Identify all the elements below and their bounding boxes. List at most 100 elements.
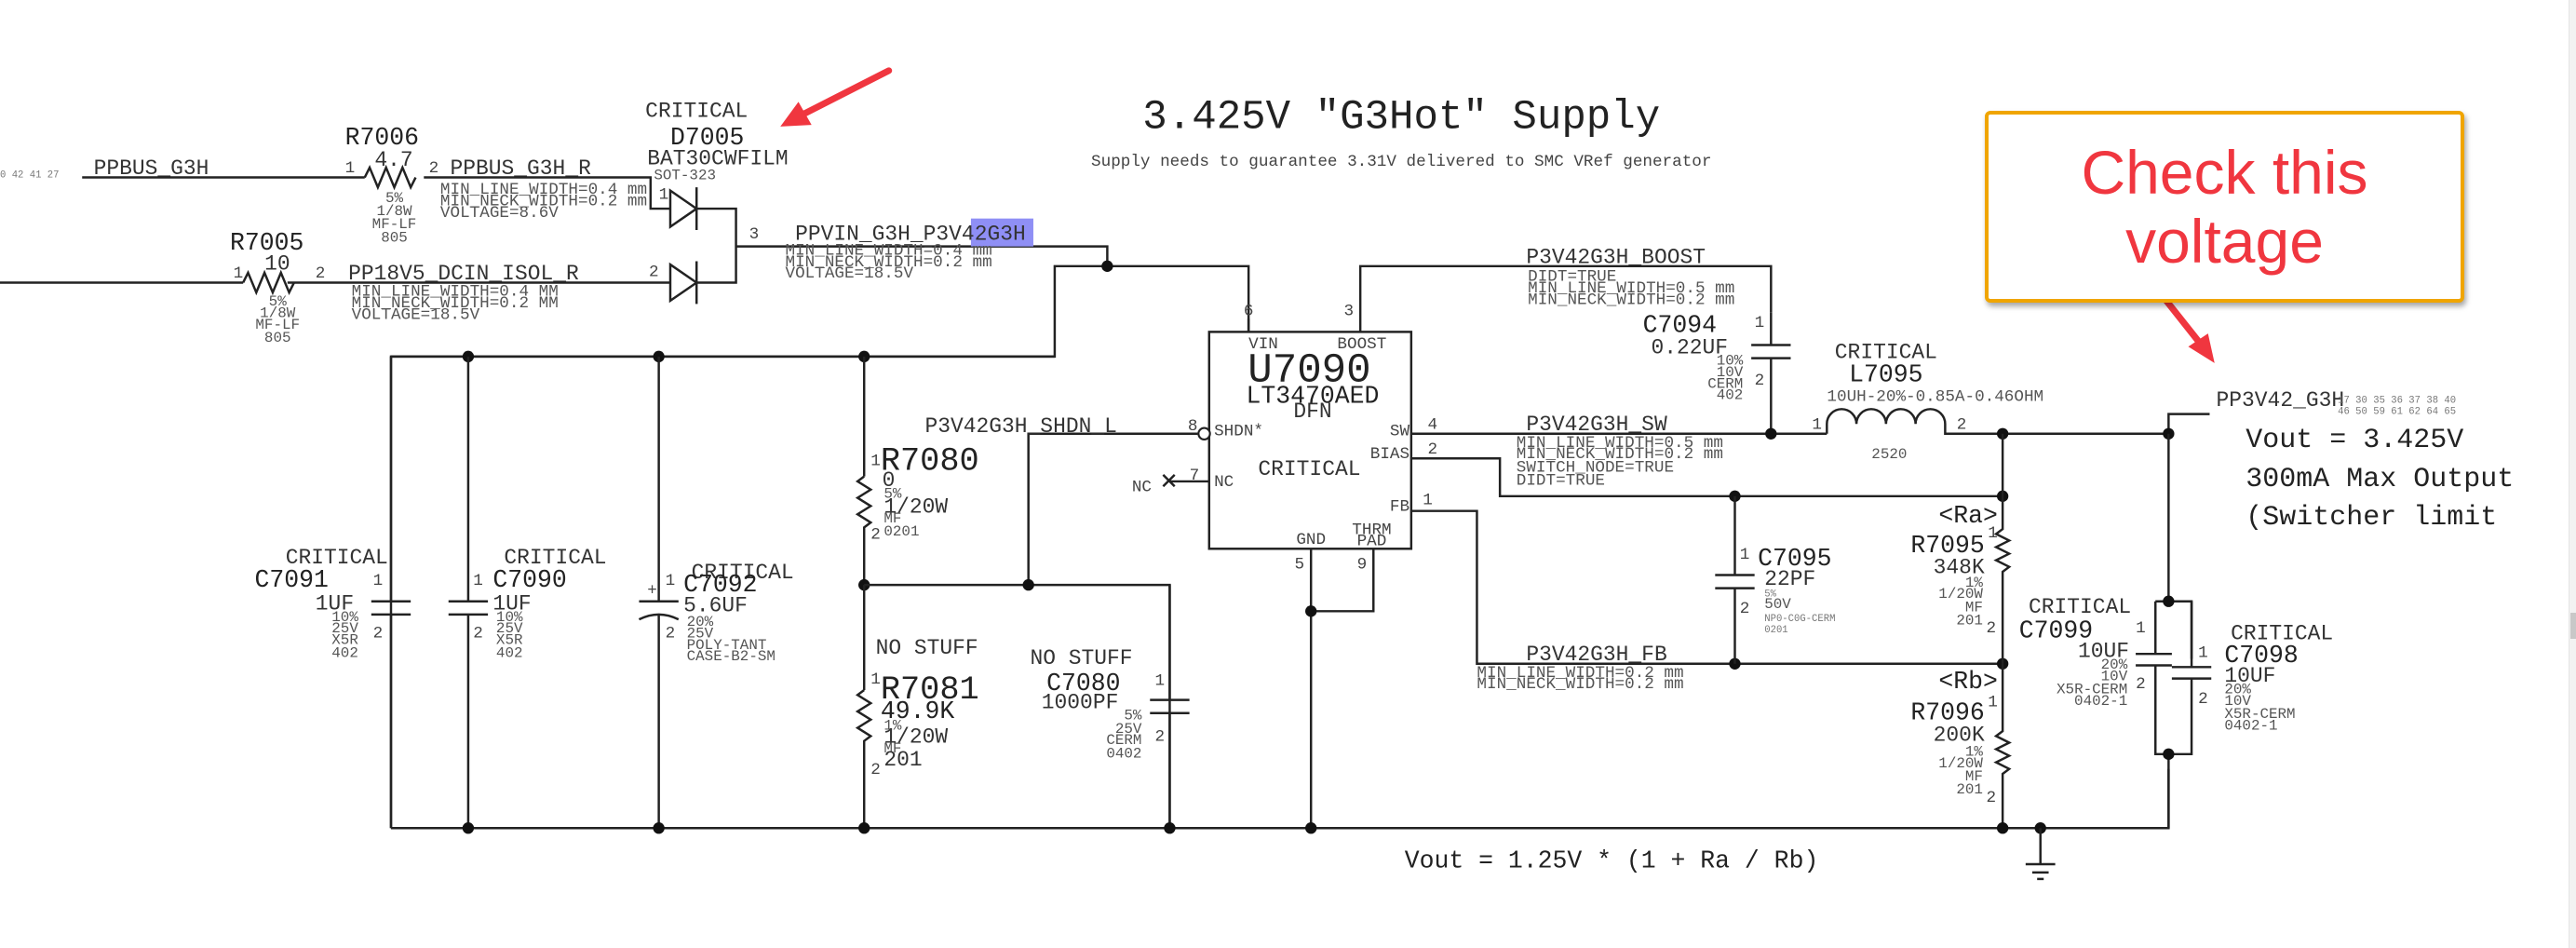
net-prop: MIN_LINE_WIDTH=0.5 mm xyxy=(1528,279,1734,298)
pin-number: 2 xyxy=(1755,372,1765,390)
junction-dot xyxy=(1765,427,1777,440)
u7090-pin-nc: NC xyxy=(1214,473,1234,492)
r7095-value: 348K xyxy=(1934,556,1985,580)
r7080-ref: R7080 xyxy=(881,443,979,481)
junction-dot xyxy=(858,822,870,834)
ppvin-name-part: PPVIN_G3H_P xyxy=(795,223,936,247)
pin-number: 2 xyxy=(2198,690,2208,709)
c7080-specs: 5% 25V CERM 0402 xyxy=(1106,708,1142,763)
c7099-spec: 10V xyxy=(2101,668,2128,684)
r7096-value: 200K xyxy=(1934,724,1985,748)
c7099-spec: X5R-CERM xyxy=(2057,682,2127,698)
c7095-ref: C7095 xyxy=(1758,545,1831,573)
u7090-critical-tag: CRITICAL xyxy=(1258,457,1360,481)
pin-number: 2 xyxy=(870,761,881,779)
pin-number: 1 xyxy=(2198,644,2208,663)
pin-number: 2 xyxy=(1986,619,1996,638)
c7090-spec: 10% xyxy=(496,609,523,626)
sheet-subtitle: Supply needs to guarantee 3.31V delivere… xyxy=(1091,153,1711,171)
u7090-pin-fb: FB xyxy=(1390,498,1409,517)
junction-dot xyxy=(1022,578,1034,591)
r7081-ref: R7081 xyxy=(881,671,979,709)
output-note-limit: (Switcher limit xyxy=(2246,502,2497,534)
capacitor-c7094 xyxy=(1751,312,1791,434)
pin-number: 1 xyxy=(473,572,483,590)
u7090-pin-sw: SW xyxy=(1390,423,1410,441)
r7096-ref: R7096 xyxy=(1910,699,1984,727)
r7005-pin1: 1 xyxy=(234,264,244,283)
r7006-spec: 1/8W xyxy=(376,203,412,220)
c7095-spec: 0201 xyxy=(1764,625,1787,636)
pin-number: 2 xyxy=(1155,728,1166,747)
c7092-spec: 25V xyxy=(687,626,714,643)
r7080-spec: MF xyxy=(883,510,901,527)
c7094-spec: 402 xyxy=(1717,387,1744,404)
d7005-critical-tag: CRITICAL xyxy=(645,99,748,123)
net-prop: DIDT=TRUE xyxy=(1517,471,1605,490)
r7006-spec: MF-LF xyxy=(372,216,417,233)
c7092-spec: 20% xyxy=(687,614,714,630)
net-prop: MIN_NECK_WIDTH=0.2 mm xyxy=(440,193,647,211)
d7005-ref: D7005 xyxy=(670,124,744,152)
sheet-title: 3.425V "G3Hot" Supply xyxy=(1142,95,1660,142)
ppbus-r-props: MIN_LINE_WIDTH=0.4 mm MIN_NECK_WIDTH=0.2… xyxy=(440,181,647,223)
r7005-spec: 5% xyxy=(269,293,288,310)
c7095-value: 22PF xyxy=(1764,567,1815,591)
c7091-value: 1UF xyxy=(316,592,354,616)
u7090-pin-bias: BIAS xyxy=(1370,445,1409,464)
net-label-fb: P3V42G3H_FB xyxy=(1526,643,1666,667)
r7005-value: 10 xyxy=(264,251,290,276)
junction-dot xyxy=(1164,822,1176,834)
scrollbar-thumb[interactable] xyxy=(2570,613,2576,639)
c7092-critical-tag: CRITICAL xyxy=(692,561,794,585)
c7094-ref: C7094 xyxy=(1643,311,1717,339)
pin-number: 2 xyxy=(1740,600,1750,618)
junction-dot xyxy=(1101,260,1113,272)
c7098-spec: 20% xyxy=(2224,682,2251,698)
r7095-ref: R7095 xyxy=(1910,532,1984,560)
net-prop: VOLTAGE=18.5V xyxy=(352,305,480,324)
net-prop: MIN_NECK_WIDTH=0.2 mm xyxy=(1517,445,1723,464)
net-prop: VOLTAGE=18.5V xyxy=(786,264,914,283)
net-prop: MIN_NECK_WIDTH=0.2 mm xyxy=(1528,291,1734,309)
c7098-spec: X5R-CERM xyxy=(2224,706,2295,723)
c7095-specs: 5% 50V NP0-C0G-CERM 0201 xyxy=(1764,589,1835,636)
nc-label: NC xyxy=(1132,479,1152,497)
junction-dot xyxy=(653,822,665,834)
net-label-sw: P3V42G3H_SW xyxy=(1526,413,1667,437)
c7094-spec: 10% xyxy=(1717,353,1744,370)
r7005-spec: 1/8W xyxy=(260,305,296,322)
c7091-spec: X5R xyxy=(331,632,358,649)
d7005-pin2: 2 xyxy=(649,263,659,281)
output-note-vout: Vout = 3.425V xyxy=(2246,425,2463,456)
r7096-alias: <Rb> xyxy=(1938,668,1998,696)
c7098-critical-tag: CRITICAL xyxy=(2231,621,2333,645)
c7092-polarity: + xyxy=(647,582,657,601)
c7080-spec: 25V xyxy=(1115,721,1142,738)
pin-number: 5 xyxy=(1295,555,1305,574)
r7095-spec: 201 xyxy=(1956,612,1983,629)
ppvin-name-highlighted: 3V42 xyxy=(936,223,987,247)
resistor-r7006 xyxy=(363,164,417,191)
diode-d7005-b xyxy=(668,261,699,305)
u7090-part: LT3470AED xyxy=(1247,382,1380,410)
net-prop: MIN_LINE_WIDTH=0.4 mm xyxy=(440,181,647,199)
r7005-spec: MF-LF xyxy=(255,317,300,333)
l7095-value: 10UH-20%-0.85A-0.46OHM xyxy=(1827,387,2043,406)
annotation-callout: Check this voltage xyxy=(1985,111,2464,303)
pin-number: 2 xyxy=(2136,675,2146,694)
pin-number: 2 xyxy=(473,625,483,643)
callout-text: Check this voltage xyxy=(2081,138,2368,276)
vertical-scrollbar[interactable] xyxy=(2569,0,2576,948)
c7099-critical-tag: CRITICAL xyxy=(2029,595,2131,619)
u7090-pin-boost: BOOST xyxy=(1337,335,1386,354)
c7099-spec: 20% xyxy=(2101,657,2128,673)
pin-number: 2 xyxy=(1986,789,1996,807)
r7006-pin2: 2 xyxy=(429,159,439,178)
c7090-specs: 10% 25V X5R 402 xyxy=(496,609,523,662)
r7096-spec: 201 xyxy=(1956,781,1983,798)
r7081-spec: 201 xyxy=(883,748,922,772)
pin-number: 1 xyxy=(373,572,384,590)
c7090-ref: C7090 xyxy=(492,566,566,594)
annotation-arrow-icon xyxy=(780,67,893,127)
